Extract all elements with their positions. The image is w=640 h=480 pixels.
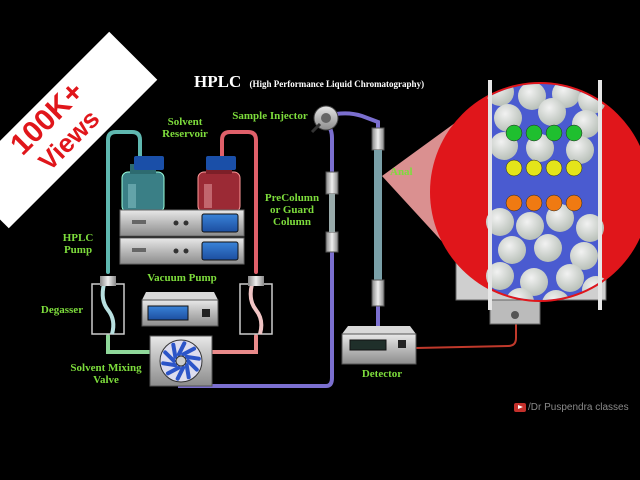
watermark-text: /Dr Puspendra classes	[528, 402, 629, 413]
yellow-analyte-bead	[525, 159, 543, 177]
label-analytical-column: Anal	[390, 166, 413, 178]
detector-cable	[415, 319, 517, 349]
solvent-mixing-valve	[149, 335, 213, 387]
orange-analyte-bead	[525, 194, 543, 212]
stationary-phase-bead	[506, 288, 534, 300]
green-analyte-bead	[505, 124, 523, 142]
stationary-phase-bead	[556, 264, 584, 292]
degasser-left	[91, 276, 125, 335]
fan-blade	[171, 342, 178, 359]
fan-blade	[184, 354, 201, 361]
teal-tube-lower	[106, 334, 152, 354]
label-vacuum-pump: Vacuum Pump	[147, 272, 217, 284]
guard-column	[325, 171, 339, 253]
orange-analyte-bead	[545, 194, 563, 212]
title-subtitle: (High Performance Liquid Chromatography)	[249, 79, 425, 89]
magnifier-callout	[382, 80, 640, 310]
green-analyte-bead	[525, 124, 543, 142]
yellow-analyte-bead	[505, 159, 523, 177]
degasser-right	[239, 276, 273, 335]
purple-tube-column	[334, 111, 380, 132]
fan-blade	[186, 359, 199, 372]
fan-blade	[184, 363, 191, 380]
label-hplc-pump: HPLC Pump	[62, 232, 94, 256]
stationary-phase-bead	[518, 84, 546, 110]
fan-blade	[161, 361, 178, 368]
hplc-pump-unit	[119, 209, 245, 265]
stationary-phase-bead	[520, 268, 548, 296]
stationary-phase-bead	[538, 98, 566, 126]
green-analyte-bead	[545, 124, 563, 142]
vacuum-pump	[141, 292, 219, 327]
red-tube-lower	[210, 334, 258, 354]
yellow-analyte-bead	[545, 159, 563, 177]
yellow-analyte-bead	[565, 159, 583, 177]
red-tube	[220, 130, 258, 274]
fan-blade	[165, 365, 181, 376]
sample-injector	[310, 105, 339, 134]
stationary-phase-bead	[566, 136, 594, 164]
stationary-phase-bead	[516, 212, 544, 240]
fan-blade	[176, 341, 187, 357]
fan-blade	[181, 346, 197, 357]
youtube-icon	[514, 402, 526, 412]
solvent-reservoir-bottle-teal	[121, 156, 165, 213]
title-main: HPLC	[194, 72, 242, 91]
orange-analyte-bead	[565, 194, 583, 212]
watermark: /Dr Puspendra classes	[514, 402, 629, 413]
stationary-phase-bead	[570, 242, 598, 270]
label-degasser: Degasser	[40, 304, 84, 316]
label-precolumn: PreColumn or Guard Column	[264, 192, 320, 228]
teal-tube	[106, 130, 142, 274]
analytical-column	[371, 127, 385, 307]
stationary-phase-bead	[498, 236, 526, 264]
fan-blade	[163, 350, 176, 363]
stationary-phase-bead	[542, 290, 570, 300]
label-sample-injector: Sample Injector	[232, 110, 308, 122]
label-detector: Detector	[361, 368, 403, 380]
fan-blade	[175, 365, 186, 381]
orange-analyte-bead	[505, 194, 523, 212]
stationary-phase-bead	[534, 234, 562, 262]
solvent-reservoir-bottle-red	[197, 156, 241, 213]
label-solvent-reservoir: Solvent Reservoir	[162, 116, 208, 140]
page-title: HPLC (High Performance Liquid Chromatogr…	[194, 72, 424, 92]
stationary-phase-bead	[486, 208, 514, 236]
detector	[341, 326, 417, 365]
stationary-phase-bead	[486, 262, 514, 290]
green-analyte-bead	[565, 124, 583, 142]
stationary-phase-bead	[576, 214, 604, 242]
label-solvent-mixing-valve: Solvent Mixing Valve	[70, 362, 142, 386]
